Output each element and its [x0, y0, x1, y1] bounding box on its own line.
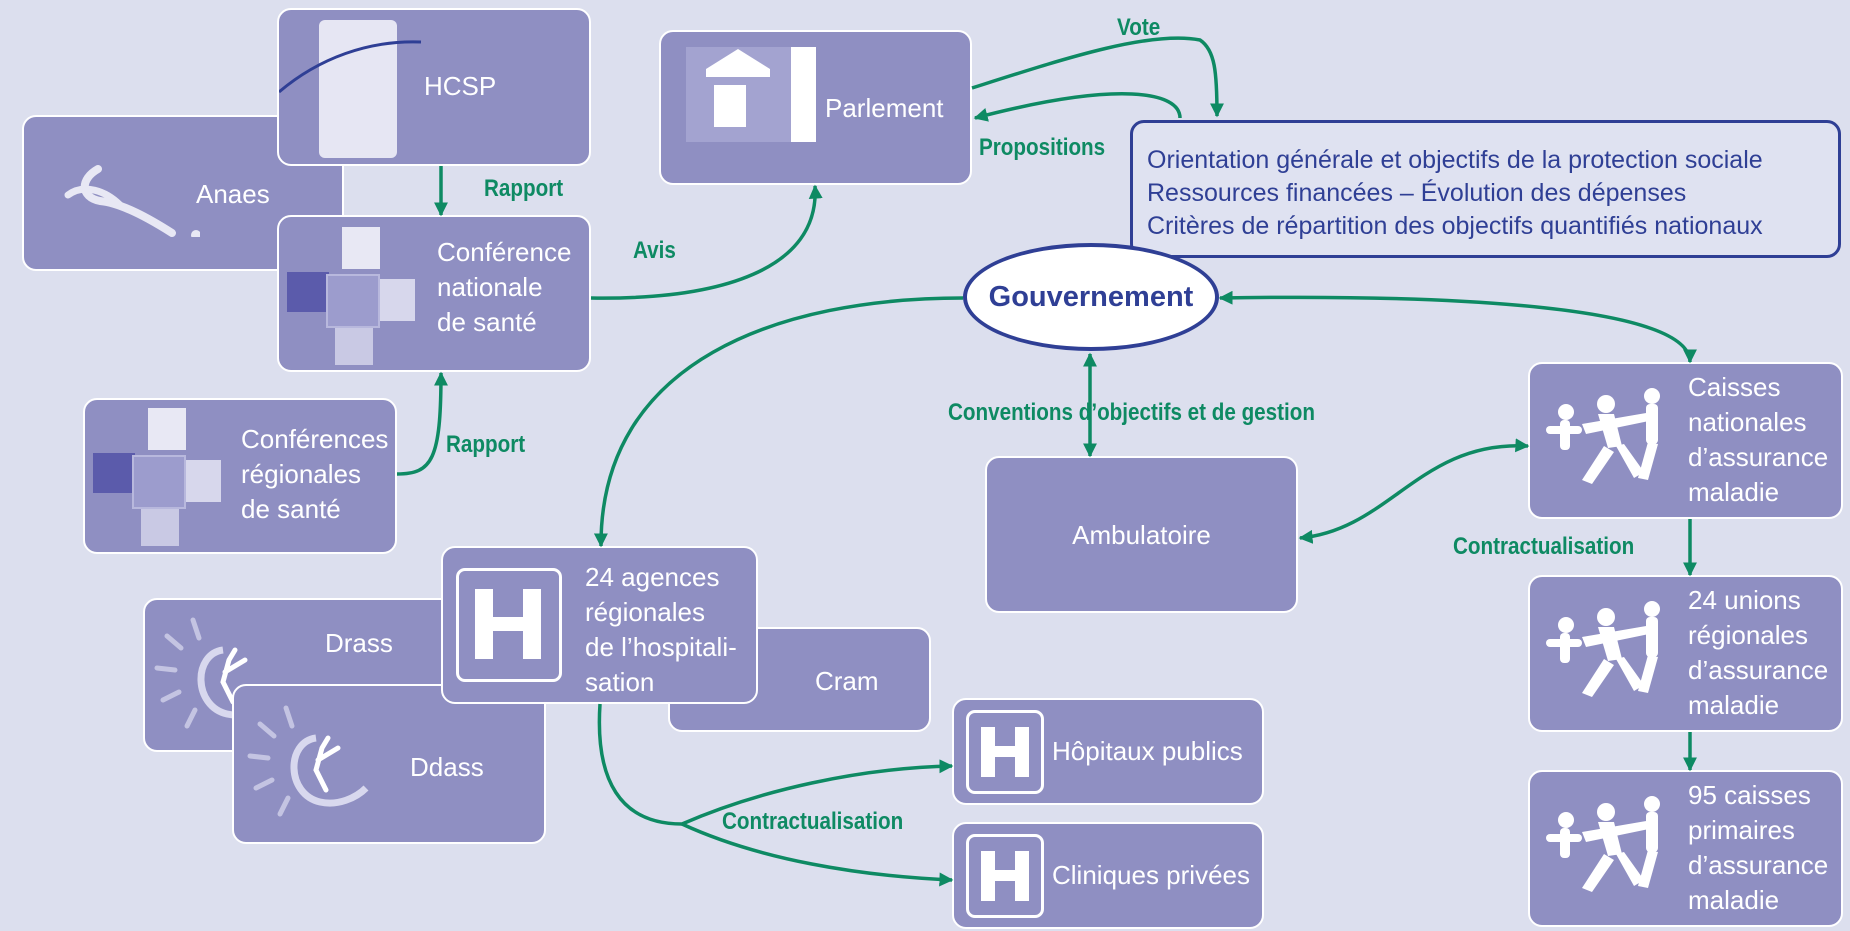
crs-label: Conférences régionales de santé [241, 424, 389, 524]
hospital-h-icon [966, 834, 1044, 918]
cns-squares-icon [287, 227, 415, 365]
parlement-box: Parlement [659, 30, 972, 185]
cliniques-privees-label: Cliniques privées [1052, 860, 1250, 890]
gov-arh-arrow [593, 296, 964, 548]
parliament-building-icon [686, 47, 816, 142]
cpam-box: 95 caisses primaires d’assurance maladie [1528, 770, 1843, 927]
anaes-label: Anaes [196, 179, 270, 209]
avis-arrow [590, 184, 823, 300]
cram-label: Cram [815, 666, 879, 696]
urcam-label: 24 unions régionales d’assurance maladie [1688, 585, 1829, 720]
ddass-label: Ddass [410, 752, 484, 782]
ambulatoire-label: Ambulatoire [1072, 520, 1211, 550]
hcsp-label: HCSP [424, 71, 497, 101]
arh-label: 24 agences régionales de l’hospitali- sa… [585, 562, 737, 697]
objective-line-1: Orientation générale et objectifs de la … [1147, 146, 1763, 174]
crs-box: Conférences régionales de santé [83, 398, 397, 554]
cpam-label: 95 caisses primaires d’assurance maladie [1688, 780, 1829, 915]
ddass-box: Ddass [232, 684, 546, 844]
rapport-crs-arrow [396, 371, 448, 476]
contractualisation-arh-label: Contractualisation [722, 808, 904, 835]
conventions-label: Conventions d’objectifs et de gestion [948, 399, 1315, 426]
rapport-hcsp-label: Rapport [484, 175, 564, 202]
people-running-icon [1546, 388, 1660, 484]
urcam-box: 24 unions régionales d’assurance maladie [1528, 575, 1843, 732]
cns-box: Conférence nationale de santé [277, 215, 591, 372]
hopitaux-publics-box: Hôpitaux publics [952, 698, 1264, 805]
objectives-box: Orientation générale et objectifs de la … [1130, 120, 1841, 258]
cnam-box: Caisses nationales d’assurance maladie [1528, 362, 1843, 519]
propositions-arrow [973, 92, 1182, 122]
avis-label: Avis [633, 237, 676, 264]
people-running-icon [1546, 796, 1660, 892]
hcsp-swoosh-icon [279, 40, 422, 94]
cnam-label: Caisses nationales d’assurance maladie [1688, 372, 1829, 507]
vote-arrow [971, 36, 1224, 118]
ddass-logo-icon [247, 705, 369, 817]
arh-box: 24 agences régionales de l’hospitali- sa… [441, 546, 758, 704]
objective-line-3: Critères de répartition des objectifs qu… [1147, 212, 1763, 240]
hospital-h-icon [966, 710, 1044, 794]
hcsp-box: HCSP [277, 8, 591, 166]
vote-label: Vote [1117, 14, 1161, 41]
objective-line-2: Ressources financées – Évolution des dép… [1147, 179, 1687, 207]
contractualisation-cnam-label: Contractualisation [1453, 533, 1635, 560]
hopitaux-publics-label: Hôpitaux publics [1052, 736, 1243, 766]
gouvernement-node: Gouvernement [963, 243, 1219, 351]
hospital-h-icon [456, 568, 562, 682]
cns-label: Conférence nationale de santé [437, 237, 572, 337]
propositions-label: Propositions [979, 134, 1106, 161]
parlement-label: Parlement [825, 93, 944, 123]
ambulatoire-box: Ambulatoire [985, 456, 1298, 613]
crs-squares-icon [93, 408, 221, 546]
drass-label: Drass [325, 628, 393, 658]
ambulatoire-cnam-arrow [1298, 438, 1530, 544]
gouvernement-label: Gouvernement [988, 280, 1194, 313]
rapport-crs-label: Rapport [446, 431, 526, 458]
anaes-logo-icon [64, 165, 200, 237]
cliniques-privees-box: Cliniques privées [952, 822, 1264, 929]
people-running-icon [1546, 601, 1660, 697]
gov-cnam-arrow [1218, 290, 1697, 364]
